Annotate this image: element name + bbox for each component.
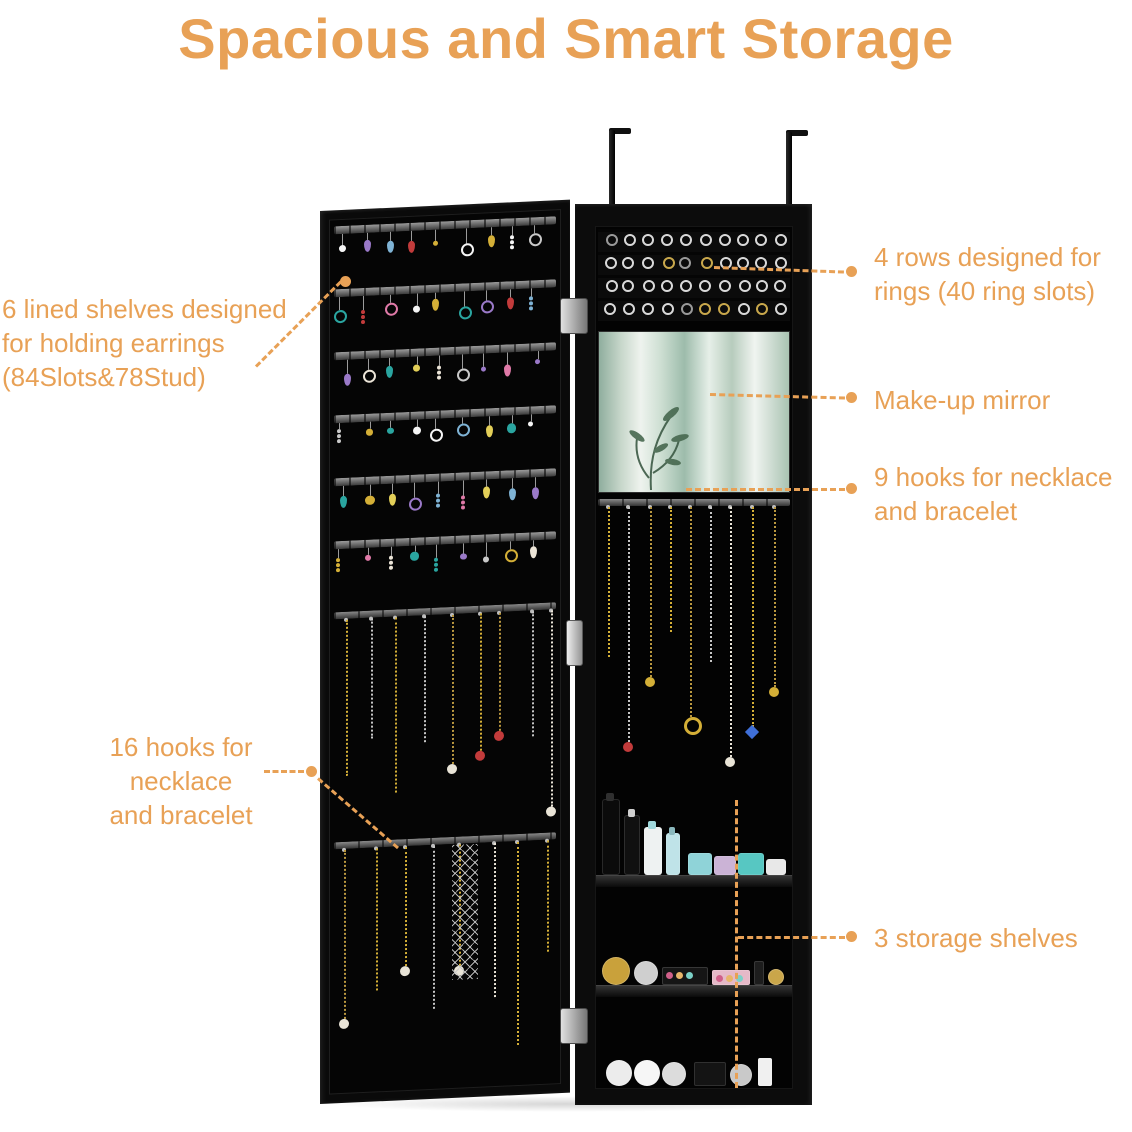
cabinet-interior	[595, 226, 793, 1089]
hook-bar	[609, 130, 615, 210]
leader-line-16-hooks-a	[264, 770, 304, 773]
callout-dot-rings	[846, 266, 857, 277]
necklace-area-right	[598, 505, 790, 837]
hinge-top	[560, 298, 588, 334]
shelf-items-top	[600, 787, 788, 875]
shelf-items-bottom	[600, 1026, 788, 1086]
callout-rings: 4 rows designed for rings (40 ring slots…	[874, 242, 1101, 306]
callout-dot-9-hooks	[846, 483, 857, 494]
ring-rows	[598, 229, 790, 321]
hook-bar	[786, 132, 792, 212]
door-latch	[566, 620, 583, 666]
callout-16-hooks: 16 hooks for necklace and bracelet	[109, 732, 253, 830]
necklace-hook-bar-right	[598, 499, 790, 506]
callout-shelves: 3 storage shelves	[874, 923, 1078, 953]
callout-dot-shelves	[846, 931, 857, 942]
callout-mirror: Make-up mirror	[874, 385, 1051, 415]
callout-9-hooks: 9 hooks for necklace and bracelet	[874, 462, 1113, 526]
leader-line-shelves-v	[735, 800, 738, 1088]
callout-dot-earrings	[340, 276, 351, 287]
cabinet-left-door	[320, 199, 570, 1104]
hook-cap	[609, 128, 631, 134]
shelf-items-middle	[600, 917, 788, 985]
storage-shelf-2	[596, 985, 792, 997]
plant-reflection	[629, 407, 689, 490]
necklace-area-lower	[334, 838, 556, 1075]
cabinet-body	[575, 204, 812, 1105]
callout-earrings: 6 lined shelves designed for holding ear…	[2, 294, 287, 392]
storage-shelf-1	[596, 875, 792, 887]
earring-shelves	[334, 216, 556, 604]
leader-line-9-hooks	[686, 488, 845, 491]
over-door-hook-left	[609, 128, 635, 212]
callout-dot-16-hooks	[306, 766, 317, 777]
page-title: Spacious and Smart Storage	[178, 7, 954, 70]
makeup-mirror	[598, 331, 790, 493]
leader-line-shelves-h	[738, 936, 845, 939]
hinge-bottom	[560, 1008, 588, 1044]
necklace-area-upper	[334, 608, 557, 835]
callout-dot-mirror	[846, 392, 857, 403]
door-interior	[329, 209, 561, 1095]
hook-cap	[786, 130, 808, 136]
over-door-hook-right	[786, 130, 812, 214]
